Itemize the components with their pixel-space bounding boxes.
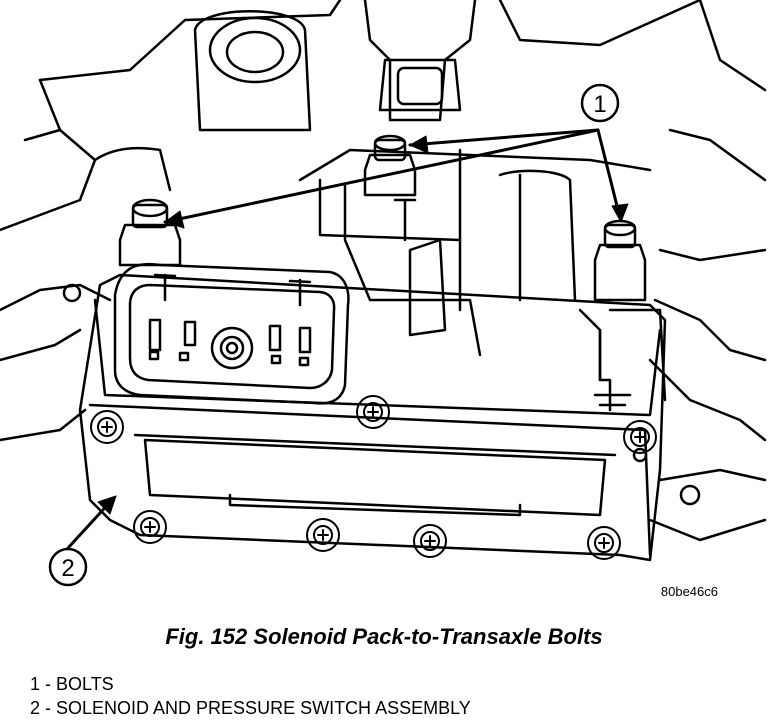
image-code: 80be46c6: [661, 584, 718, 599]
solenoid-pack-diagram: 1 2 80be46c6: [0, 0, 767, 599]
figure-caption: Fig. 152 Solenoid Pack-to-Transaxle Bolt…: [165, 624, 603, 649]
screw: [623, 420, 657, 454]
housing-screws: [90, 395, 657, 560]
solenoid-pack: [78, 262, 667, 562]
legend-item-solenoid: 2 - SOLENOID AND PRESSURE SWITCH ASSEMBL…: [30, 698, 471, 718]
screw: [90, 410, 124, 444]
bolt-left: [118, 198, 182, 267]
bolt-center: [363, 134, 417, 197]
callout-2: 2: [48, 495, 117, 587]
bolt-right: [593, 219, 647, 302]
transaxle-casting: [0, 0, 767, 542]
screw: [413, 524, 447, 558]
callout-1-number: 1: [593, 91, 606, 118]
screw: [356, 395, 390, 429]
screw: [587, 526, 621, 560]
legend-item-bolts: 1 - BOLTS: [30, 674, 114, 694]
legend: 1 - BOLTS 2 - SOLENOID AND PRESSURE SWIT…: [30, 672, 471, 720]
callout-2-number: 2: [61, 555, 74, 582]
callout-1: 1: [163, 83, 629, 229]
screw: [306, 518, 340, 552]
screw: [133, 510, 167, 544]
